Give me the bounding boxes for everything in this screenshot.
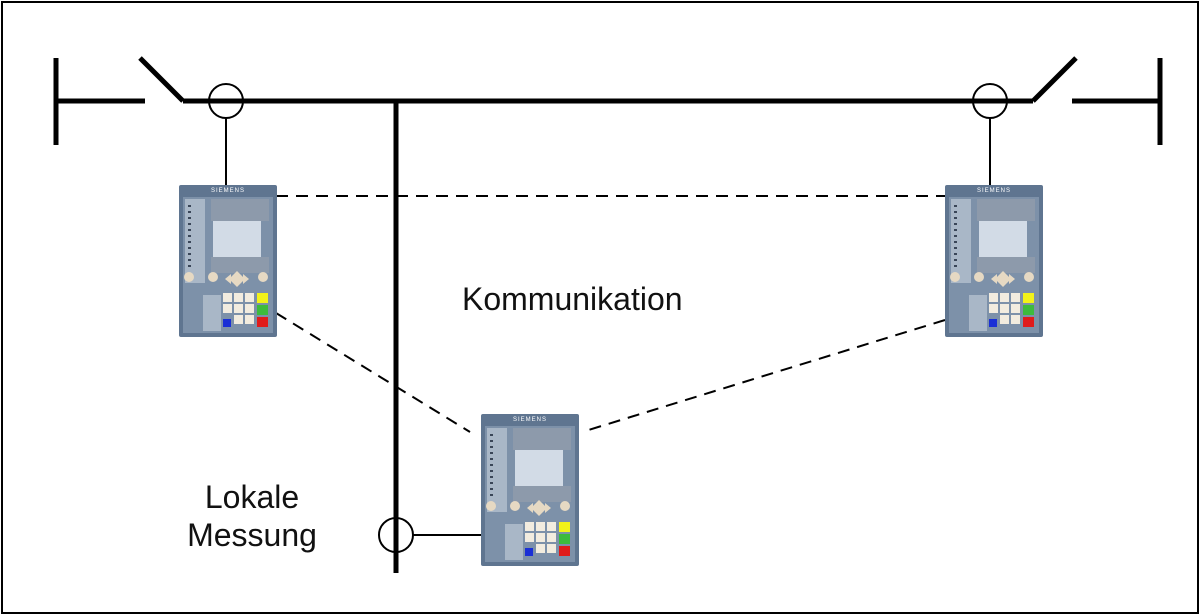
relay-device-graphic (179, 185, 277, 337)
relay-brand-label: SIEMENS (210, 188, 245, 194)
local-measurement-line2: Messung (187, 517, 317, 553)
communication-label: Kommunikation (462, 281, 683, 317)
right-breaker-switch (1031, 56, 1078, 103)
relay-left: SIEMENS (179, 185, 277, 337)
relay-local: SIEMENS (481, 414, 579, 566)
comm-link-left (275, 312, 471, 433)
local-measurement-label: Lokale Messung (152, 478, 352, 554)
relay-brand-label: SIEMENS (512, 417, 547, 423)
relay-right: SIEMENS (945, 185, 1043, 337)
comm-link-right (581, 319, 946, 433)
relay-device-graphic (945, 185, 1043, 337)
local-measurement-line1: Lokale (204, 479, 300, 515)
relay-device-graphic (481, 414, 579, 566)
left-breaker-switch (138, 56, 185, 103)
relay-brand-label: SIEMENS (976, 188, 1011, 194)
